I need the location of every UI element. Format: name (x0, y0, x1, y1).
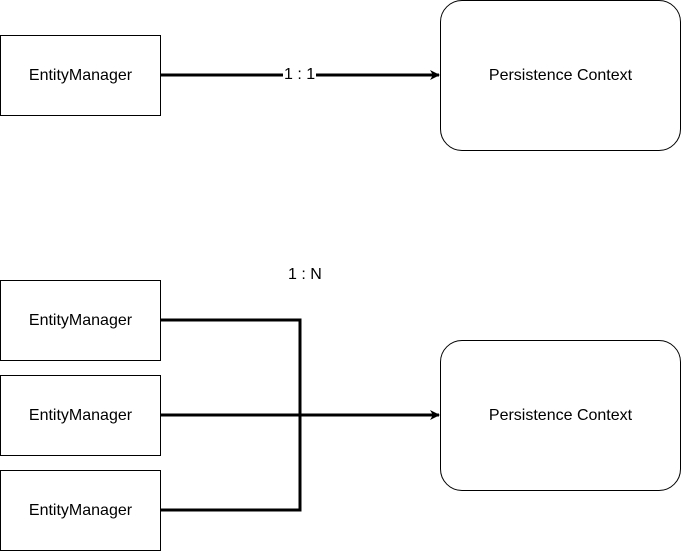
entity-manager-node-bottom-2[interactable]: EntityManager (0, 375, 161, 456)
entity-manager-node-top-label: EntityManager (28, 66, 133, 84)
persistence-context-node-top[interactable]: Persistence Context (440, 0, 681, 151)
entity-manager-node-bottom-3-label: EntityManager (28, 501, 133, 519)
edge-label-1toN: 1 : N (288, 266, 322, 283)
entity-manager-node-bottom-3[interactable]: EntityManager (0, 470, 161, 551)
edge-bottom-source-1 (161, 318, 302, 415)
persistence-context-node-bottom[interactable]: Persistence Context (440, 340, 681, 491)
entity-manager-node-bottom-2-label: EntityManager (28, 406, 133, 424)
entity-manager-node-bottom-1-label: EntityManager (28, 311, 133, 329)
entity-manager-node-bottom-1[interactable]: EntityManager (0, 280, 161, 361)
persistence-context-node-top-label: Persistence Context (488, 66, 633, 84)
edge-bottom-source-3 (161, 415, 302, 512)
entity-manager-node-top[interactable]: EntityManager (0, 35, 161, 116)
edge-label-1to1: 1 : 1 (283, 66, 317, 84)
persistence-context-node-bottom-label: Persistence Context (488, 406, 633, 424)
